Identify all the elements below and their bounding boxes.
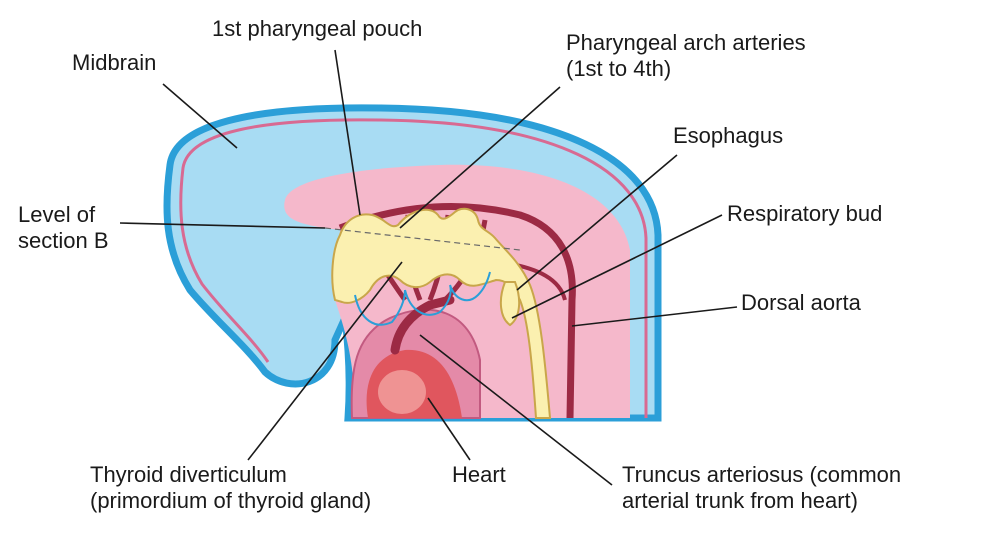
respiratory-bud-shape: [501, 282, 519, 325]
label-first-pharyngeal-pouch: 1st pharyngeal pouch: [212, 16, 422, 42]
label-truncus-arteriosus: Truncus arteriosus (common arterial trun…: [622, 462, 901, 514]
label-heart: Heart: [452, 462, 506, 488]
label-respiratory-bud: Respiratory bud: [727, 201, 882, 227]
label-level-of-section: Level of section B: [18, 202, 109, 254]
heart-highlight: [378, 370, 426, 414]
label-midbrain: Midbrain: [72, 50, 156, 76]
label-thyroid-diverticulum: Thyroid diverticulum (primordium of thyr…: [90, 462, 371, 514]
label-pharyngeal-arch-arteries: Pharyngeal arch arteries (1st to 4th): [566, 30, 806, 82]
label-dorsal-aorta: Dorsal aorta: [741, 290, 861, 316]
label-esophagus: Esophagus: [673, 123, 783, 149]
